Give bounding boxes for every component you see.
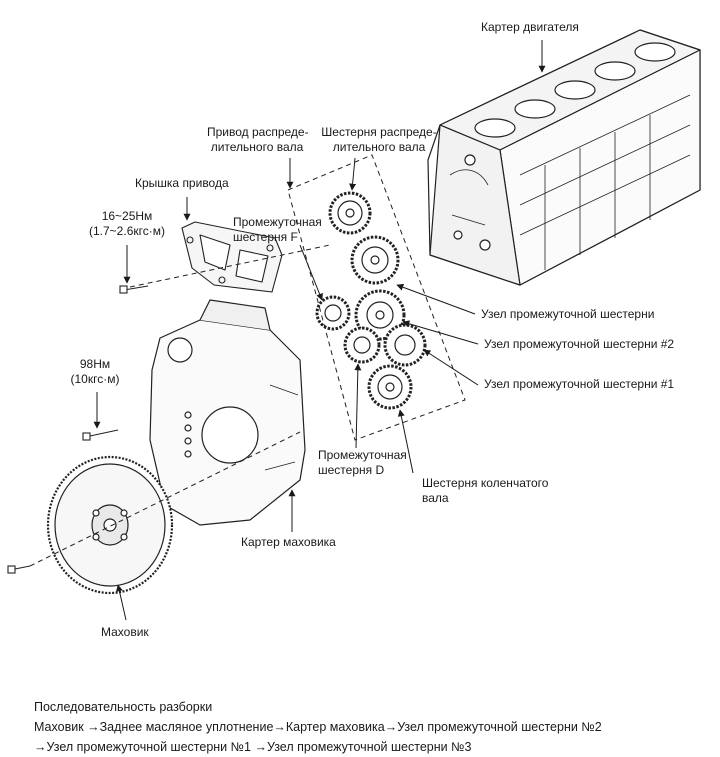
label-flywheel: Маховик <box>101 625 149 639</box>
label-crank-gear-line2: вала <box>422 491 449 505</box>
label-crank-gear-line1: Шестерня коленчатого <box>422 476 549 490</box>
label-camshaft-drive: Привод распреде- лительного вала <box>207 125 309 155</box>
label-camshaft-drive-line2: лительного вала <box>210 140 304 154</box>
label-torque-flywheel-line1: 98Нм <box>79 357 111 371</box>
label-torque-cover: 16~25Нм (1.7~2.6кгс·м) <box>82 209 172 239</box>
label-camshaft-drive-line1: Привод распреде- <box>207 125 309 139</box>
drive-cover-drawing <box>181 221 283 293</box>
idler-gear-2 <box>354 289 406 341</box>
label-idler-f-line1: Промежуточная <box>233 215 322 229</box>
label-torque-flywheel: 98Нм (10кгс·м) <box>55 357 135 387</box>
label-flywheel-housing: Картер маховика <box>241 535 336 549</box>
label-torque-cover-line2: (1.7~2.6кгс·м) <box>89 224 165 238</box>
label-camshaft-gear-line1: Шестерня распреде- <box>321 125 437 139</box>
cover-bolt <box>119 285 149 294</box>
caption-line2: →Узел промежуточной шестерни №1 →Узел пр… <box>34 740 472 754</box>
housing-bolt <box>82 429 119 441</box>
flywheel-drawing <box>46 455 174 595</box>
label-idler-assy-2: Узел промежуточной шестерни #2 <box>484 337 675 351</box>
label-idler-f: Промежуточная шестерня F <box>233 215 322 245</box>
label-idler-assy: Узел промежуточной шестерни <box>481 307 655 321</box>
caption-title: Последовательность разборки <box>34 700 213 714</box>
label-idler-assy-1: Узел промежуточной шестерни #1 <box>484 377 675 391</box>
label-torque-cover-line1: 16~25Нм <box>101 209 153 223</box>
crankshaft-gear <box>367 364 413 410</box>
label-crank-gear: Шестерня коленчатого вала <box>422 476 548 506</box>
dashed-guides <box>29 154 466 567</box>
label-drive-cover: Крышка привода <box>135 176 229 190</box>
label-camshaft-gear-line2: лительного вала <box>332 140 426 154</box>
idler-gear-d <box>343 326 381 364</box>
label-idler-d-line2: шестерня D <box>318 463 385 477</box>
label-engine-block: Картер двигателя <box>481 20 579 34</box>
flywheel-bolt <box>7 565 31 574</box>
gear-train-drawing <box>315 191 427 410</box>
camshaft-gear <box>328 191 372 235</box>
flywheel-housing-drawing <box>149 299 306 526</box>
label-torque-flywheel-line2: (10кгс·м) <box>70 372 120 386</box>
idler-gear-upper <box>350 235 400 285</box>
idler-gear-1 <box>383 323 427 367</box>
label-idler-d: Промежуточная шестерня D <box>318 448 407 478</box>
label-idler-d-line1: Промежуточная <box>318 448 407 462</box>
disassembly-sequence: Последовательность разборки Маховик →Зад… <box>34 697 602 757</box>
exploded-diagram <box>7 29 701 621</box>
idler-gear-f <box>315 295 351 331</box>
label-camshaft-gear: Шестерня распреде- лительного вала <box>318 125 440 155</box>
caption-line1: Маховик →Заднее масляное уплотнение→Карт… <box>34 720 602 734</box>
label-idler-f-line2: шестерня F <box>233 230 298 244</box>
engine-block-drawing <box>427 29 701 286</box>
leader-lines <box>93 40 546 621</box>
